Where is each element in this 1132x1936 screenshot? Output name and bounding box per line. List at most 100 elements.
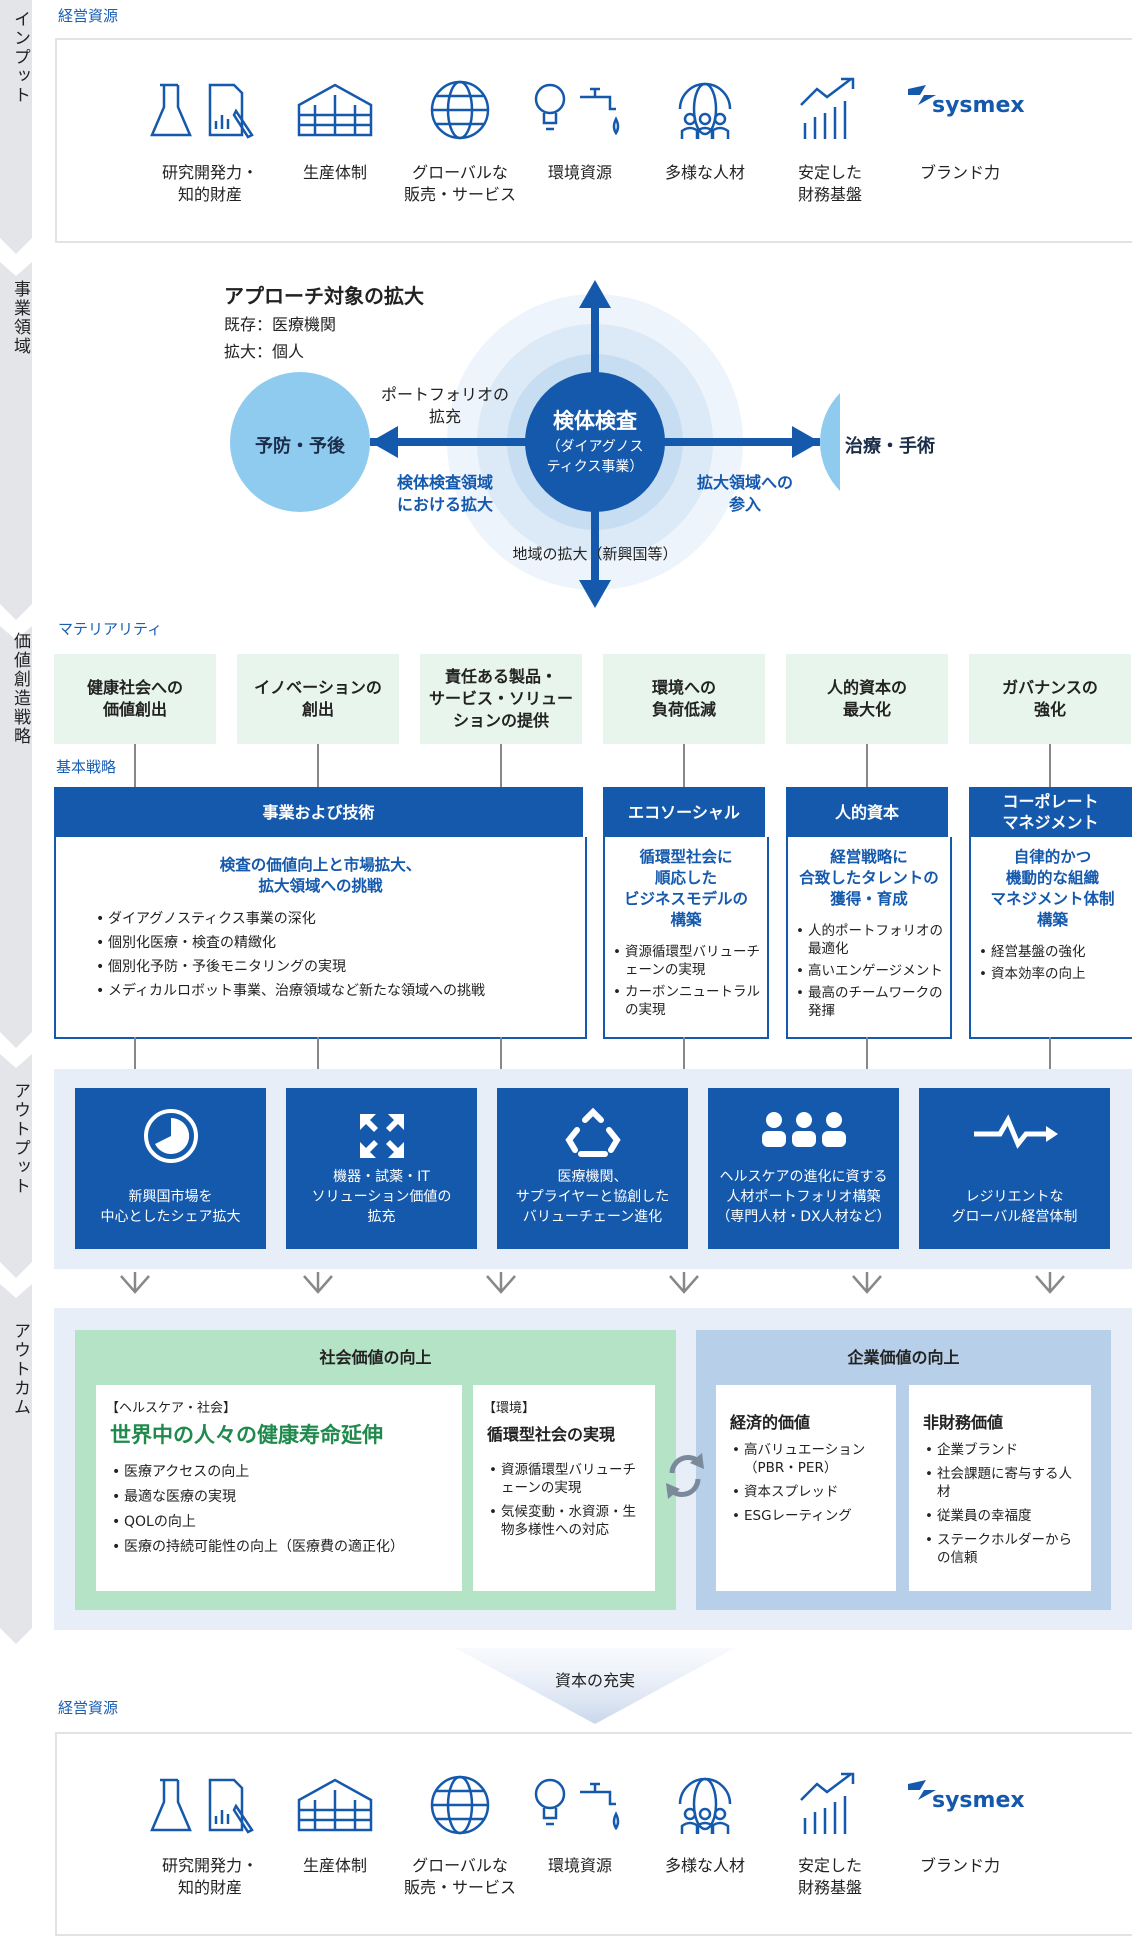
strategy-business-body: 検査の価値向上と市場拡大、拡大領域への挑戦 ダイアグノスティクス事業の深化 個別… bbox=[54, 837, 587, 1039]
connector-line bbox=[317, 1037, 319, 1069]
connector-line bbox=[866, 1037, 868, 1069]
resource-label: ブランド力 bbox=[919, 163, 1000, 182]
materiality-responsible: 責任ある製品・サービス・ソリューションの提供 bbox=[420, 654, 582, 744]
approach-expansion: 拡大：個人 bbox=[224, 342, 305, 361]
strategy-business-head: 事業および技術 bbox=[54, 787, 583, 837]
left-stage-rail bbox=[0, 0, 32, 1644]
sysmex-logo-icon: sysmex bbox=[900, 75, 1025, 129]
three-people-icon bbox=[761, 1112, 846, 1147]
connector-line bbox=[683, 744, 685, 787]
output-value-chain: 医療機関、サプライヤーと協創したバリューチェーン進化 bbox=[497, 1088, 688, 1249]
output-talent-portfolio: ヘルスケアの進化に資する人材ポートフォリオ構築（専門人材・DX人材など） bbox=[708, 1088, 899, 1249]
resource-label: 多様な人材 bbox=[664, 1856, 745, 1875]
resources-label-bottom: 経営資源 bbox=[58, 1699, 119, 1717]
left-arrow-label: 検体検査領域における拡大 bbox=[396, 473, 493, 514]
output-resilient-management: レジリエントなグローバル経営体制 bbox=[919, 1088, 1110, 1249]
resources-panel-top bbox=[55, 38, 1132, 243]
recycle-icon bbox=[564, 1107, 621, 1157]
factory-icon bbox=[295, 1770, 375, 1844]
resource-label: 安定した財務基盤 bbox=[797, 163, 862, 204]
growth-chart-icon bbox=[795, 75, 865, 149]
down-arrow-icon bbox=[303, 1272, 333, 1294]
corporate-value-title: 企業価値の向上 bbox=[847, 1348, 960, 1367]
center-title: 検体検査 bbox=[553, 409, 637, 433]
nonfinancial-value-card: 非財務価値 企業ブランド 社会課題に寄与する人材 従業員の幸福度 ステークホルダ… bbox=[909, 1385, 1091, 1591]
people-globe-icon bbox=[670, 75, 740, 149]
approach-existing: 既存：医療機関 bbox=[224, 315, 337, 334]
connector-line bbox=[134, 1037, 136, 1069]
flask-document-icon bbox=[150, 75, 270, 149]
resource-label: 生産体制 bbox=[302, 163, 367, 182]
growth-chart-icon bbox=[795, 1770, 865, 1844]
pulse-arrow-icon bbox=[973, 1114, 1058, 1149]
environment-card: 【環境】 循環型社会の実現 資源循環型バリューチェーンの実現 気候変動・水資源・… bbox=[473, 1385, 655, 1591]
globe-pie-icon bbox=[143, 1109, 198, 1163]
resource-label: 研究開発力・知的財産 bbox=[161, 163, 258, 204]
connector-line bbox=[317, 744, 319, 787]
resource-label: グローバルな販売・サービス bbox=[403, 1856, 516, 1897]
materiality-human-capital: 人的資本の最大化 bbox=[786, 654, 948, 744]
resource-label: 研究開発力・知的財産 bbox=[161, 1856, 258, 1897]
capital-funnel-arrow bbox=[455, 1648, 735, 1724]
lightbulb-faucet-icon bbox=[530, 75, 630, 149]
sysmex-logo-icon: sysmex bbox=[900, 1770, 1025, 1824]
resource-label: 環境資源 bbox=[547, 163, 612, 182]
rail-input-label: インプット bbox=[10, 10, 30, 105]
brand-logo-text: sysmex bbox=[932, 93, 1025, 118]
brand-logo-text: sysmex bbox=[932, 1788, 1025, 1813]
globe-icon bbox=[425, 1770, 495, 1844]
strategy-eco-head: エコソーシャル bbox=[603, 787, 765, 837]
approach-title: アプローチ対象の拡大 bbox=[224, 284, 424, 308]
connector-line bbox=[1049, 744, 1051, 787]
down-arrow-icon bbox=[120, 1272, 150, 1294]
left-circle-label: 予防・予後 bbox=[255, 436, 345, 457]
resource-label: 多様な人材 bbox=[664, 163, 745, 182]
materiality-label: マテリアリティ bbox=[58, 620, 163, 638]
expand-arrows-icon bbox=[359, 1114, 404, 1158]
factory-icon bbox=[295, 75, 375, 149]
materiality-environment: 環境への負荷低減 bbox=[603, 654, 765, 744]
rail-business-label: 事業領域 bbox=[10, 280, 30, 356]
lightbulb-faucet-icon bbox=[530, 1770, 630, 1844]
capital-enrichment-label: 資本の充実 bbox=[554, 1671, 635, 1690]
center-subtitle: （ダイアグノスティクス事業） bbox=[546, 439, 644, 475]
down-arrow-icon bbox=[669, 1272, 699, 1294]
resource-label: 環境資源 bbox=[547, 1856, 612, 1875]
basic-strategy-label: 基本戦略 bbox=[56, 758, 117, 776]
resource-label: ブランド力 bbox=[919, 1856, 1000, 1875]
down-arrow-icon bbox=[486, 1272, 516, 1294]
social-value-title: 社会価値の向上 bbox=[319, 1348, 432, 1367]
connector-line bbox=[500, 744, 502, 787]
healthcare-card: 【ヘルスケア・社会】 世界中の人々の健康寿命延伸 医療アクセスの向上 最適な医療… bbox=[96, 1385, 462, 1591]
rail-strategy-label: 価値創造戦略 bbox=[10, 632, 30, 746]
globe-icon bbox=[425, 75, 495, 149]
rail-output-label: アウトプット bbox=[10, 1082, 30, 1196]
resource-label: 生産体制 bbox=[302, 1856, 367, 1875]
strategy-human-head: 人的資本 bbox=[786, 787, 948, 837]
connector-line bbox=[866, 744, 868, 787]
flask-document-icon bbox=[150, 1770, 270, 1844]
economic-value-card: 経済的価値 高バリュエーション（PBR・PER） 資本スプレッド ESGレーティ… bbox=[716, 1385, 896, 1591]
resource-label: 安定した財務基盤 bbox=[797, 1856, 862, 1897]
right-circle-label: 治療・手術 bbox=[845, 436, 935, 457]
connector-line bbox=[1049, 1037, 1051, 1069]
connector-line bbox=[134, 744, 136, 787]
people-globe-icon bbox=[670, 1770, 740, 1844]
resources-panel-bottom bbox=[55, 1732, 1132, 1936]
materiality-health: 健康社会への価値創出 bbox=[54, 654, 216, 744]
right-arrow-label: 拡大領域への参入 bbox=[696, 473, 793, 514]
business-domain-diagram bbox=[230, 280, 840, 608]
resource-label: グローバルな販売・サービス bbox=[403, 163, 516, 204]
connector-line bbox=[500, 1037, 502, 1069]
materiality-governance: ガバナンスの強化 bbox=[969, 654, 1131, 744]
materiality-innovation: イノベーションの創出 bbox=[237, 654, 399, 744]
portfolio-label: ポートフォリオの拡充 bbox=[380, 385, 509, 426]
region-label: 地域の拡大（新興国等） bbox=[512, 545, 678, 563]
strategy-corporate-head: コーポレートマネジメント bbox=[969, 787, 1132, 837]
down-arrow-icon bbox=[1035, 1272, 1065, 1294]
cycle-arrows-icon bbox=[666, 1453, 704, 1499]
